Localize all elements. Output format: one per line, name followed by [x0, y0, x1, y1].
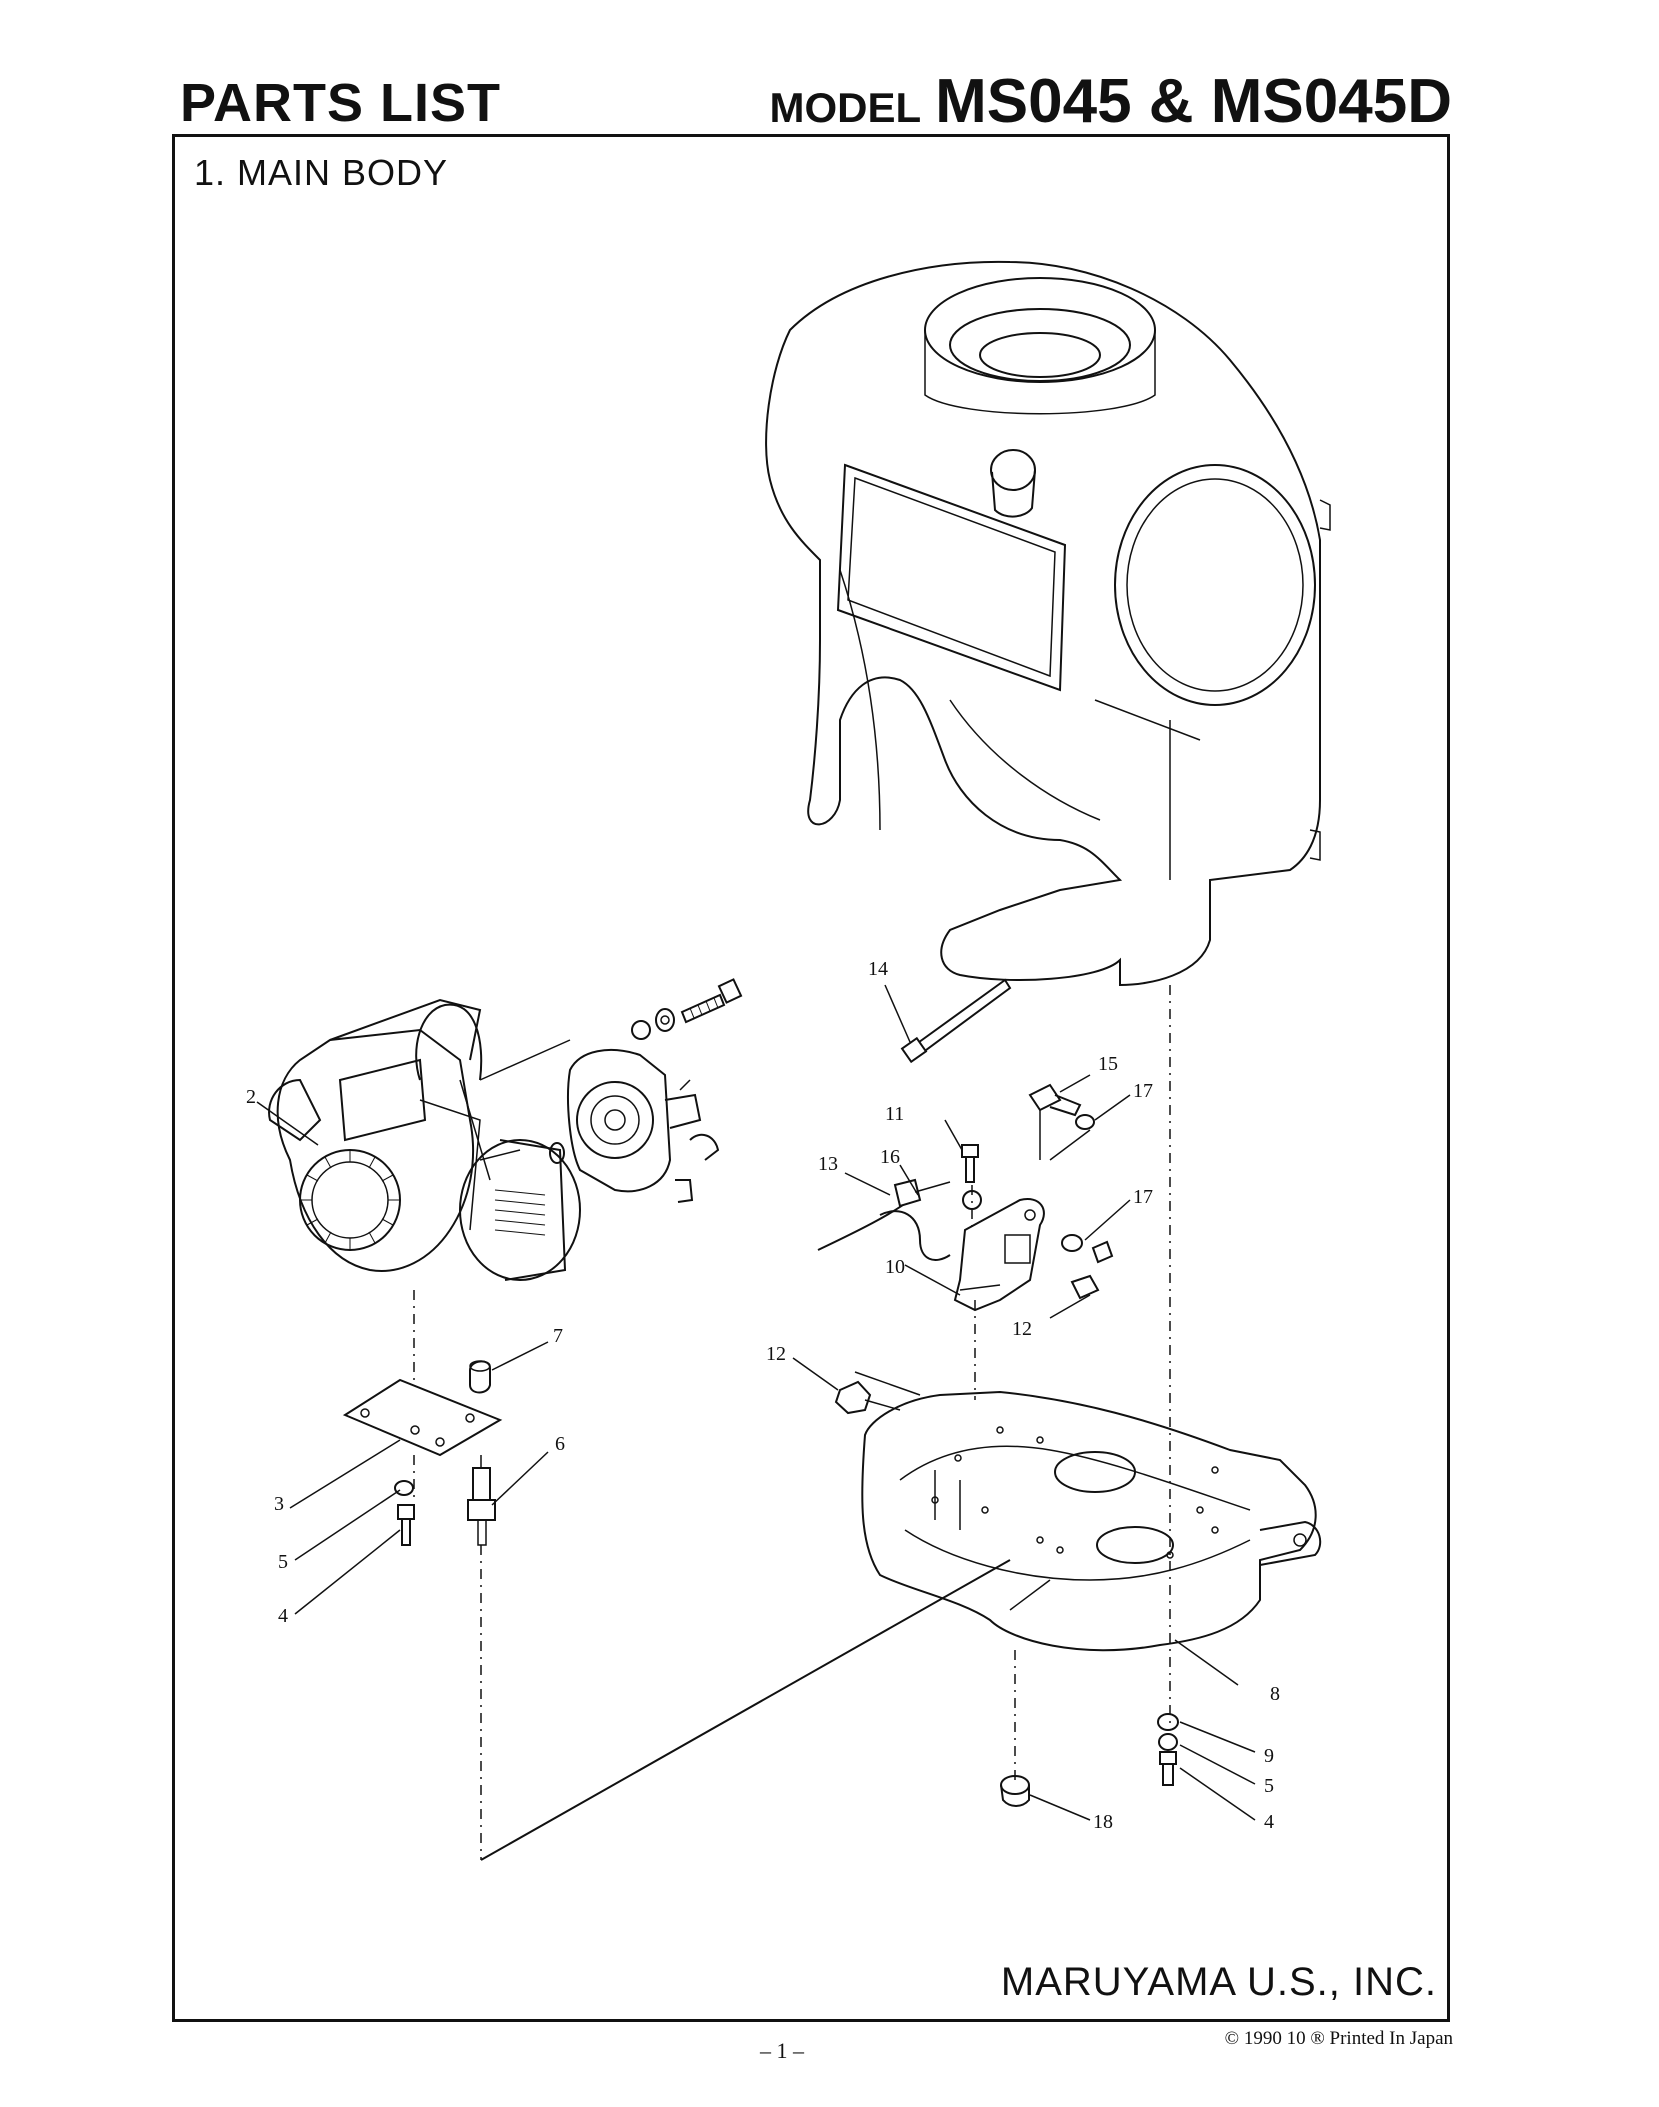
carburetor: [568, 1050, 718, 1202]
callout-11: 11: [885, 1103, 904, 1125]
callout-12-left: 12: [766, 1343, 786, 1365]
callout-17-top: 17: [1133, 1080, 1153, 1102]
callout-16: 16: [880, 1146, 900, 1168]
callout-9: 9: [1264, 1745, 1274, 1767]
alignment-lines: [414, 985, 1170, 1860]
carb-bolt-set: [632, 979, 741, 1039]
callout-2: 2: [246, 1086, 256, 1108]
callout-labels: 2 3 4 5 6 7 8 9 10 11 12 12 13 14 15 16 …: [246, 958, 1280, 1833]
callout-17-mid: 17: [1133, 1186, 1153, 1208]
callout-6: 6: [555, 1433, 565, 1455]
copyright-line: © 1990 10 ® Printed In Japan: [1225, 2028, 1453, 2050]
callout-5: 5: [278, 1551, 288, 1573]
base-plate: [862, 1392, 1320, 1650]
bottom-fasteners: [1001, 1714, 1178, 1806]
page-number: – 1 –: [760, 2038, 804, 2064]
main-housing: [766, 262, 1330, 985]
nut-12: [836, 1382, 870, 1413]
callout-4: 4: [278, 1605, 288, 1627]
engine: [269, 1000, 580, 1280]
callout-15: 15: [1098, 1053, 1118, 1075]
o-ring: [550, 1143, 564, 1163]
callout-18: 18: [1093, 1811, 1113, 1833]
callout-13: 13: [818, 1153, 838, 1175]
callout-4-bottom: 4: [1264, 1811, 1274, 1833]
callout-8: 8: [1270, 1683, 1280, 1705]
bracket-assembly: [818, 1085, 1112, 1310]
callout-12-right: 12: [1012, 1318, 1032, 1340]
part-14-bolt: [885, 980, 1010, 1062]
callout-3: 3: [274, 1493, 284, 1515]
leader-lines: [257, 1075, 1255, 1820]
callout-7: 7: [553, 1325, 563, 1347]
callout-10: 10: [885, 1256, 905, 1278]
mount-plate: [345, 1361, 500, 1545]
callout-14: 14: [868, 958, 888, 980]
company-name: MARUYAMA U.S., INC.: [1001, 1960, 1437, 2005]
callout-5-bottom: 5: [1264, 1775, 1274, 1797]
